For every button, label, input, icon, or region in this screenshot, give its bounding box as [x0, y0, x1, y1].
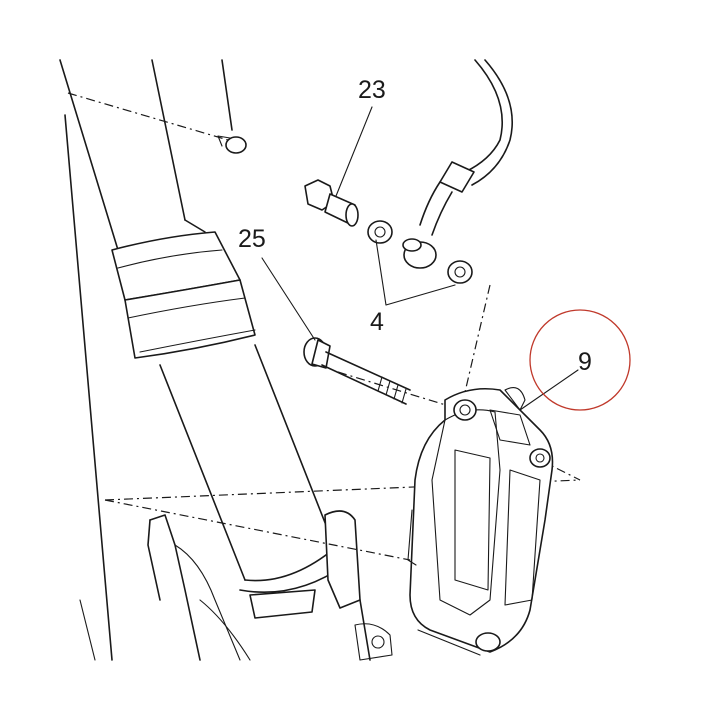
alignment-lines [67, 92, 581, 561]
callout-25: 25 [238, 225, 266, 253]
highlight-circle [529, 309, 631, 411]
brake-hose [402, 59, 513, 269]
fork-lower-leg [79, 510, 393, 661]
leader-lines [261, 106, 579, 411]
callout-4: 4 [370, 308, 384, 336]
sealing-washers [367, 220, 473, 284]
callout-23: 23 [358, 76, 386, 104]
small-screw [217, 59, 247, 154]
caliper-bolt [303, 337, 411, 405]
callout-9: 9 [578, 348, 592, 376]
brake-caliper [407, 387, 554, 656]
banjo-bolt [304, 179, 359, 227]
fork-tube [59, 59, 346, 661]
